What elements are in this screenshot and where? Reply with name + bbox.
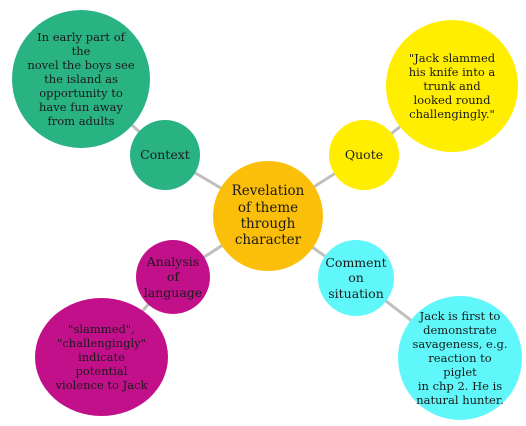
quote-detail-text: "Jack slammed his knife into a trunk and… bbox=[408, 50, 496, 122]
comment-detail-text: Jack is first to demonstrate savageness,… bbox=[412, 308, 508, 408]
context-detail-node: In early part of the novel the boys see … bbox=[12, 10, 150, 148]
context-detail-text: In early part of the novel the boys see … bbox=[27, 29, 135, 129]
analysis-label: Analysis of language bbox=[143, 254, 203, 300]
quote-node: Quote bbox=[329, 120, 399, 190]
quote-detail-node: "Jack slammed his knife into a trunk and… bbox=[386, 20, 518, 152]
comment-node: Comment on situation bbox=[318, 240, 394, 316]
comment-detail-node: Jack is first to demonstrate savageness,… bbox=[398, 296, 522, 420]
context-label: Context bbox=[140, 147, 190, 163]
analysis-detail-text: "slammed", "challengingly" indicate pote… bbox=[55, 321, 148, 393]
quote-label: Quote bbox=[344, 147, 384, 163]
context-node: Context bbox=[130, 120, 200, 190]
analysis-detail-node: "slammed", "challengingly" indicate pote… bbox=[35, 298, 168, 416]
central-label: Revelation of theme through character bbox=[231, 183, 305, 249]
analysis-node: Analysis of language bbox=[136, 240, 210, 314]
comment-label: Comment on situation bbox=[325, 255, 387, 301]
central-node: Revelation of theme through character bbox=[213, 161, 323, 271]
